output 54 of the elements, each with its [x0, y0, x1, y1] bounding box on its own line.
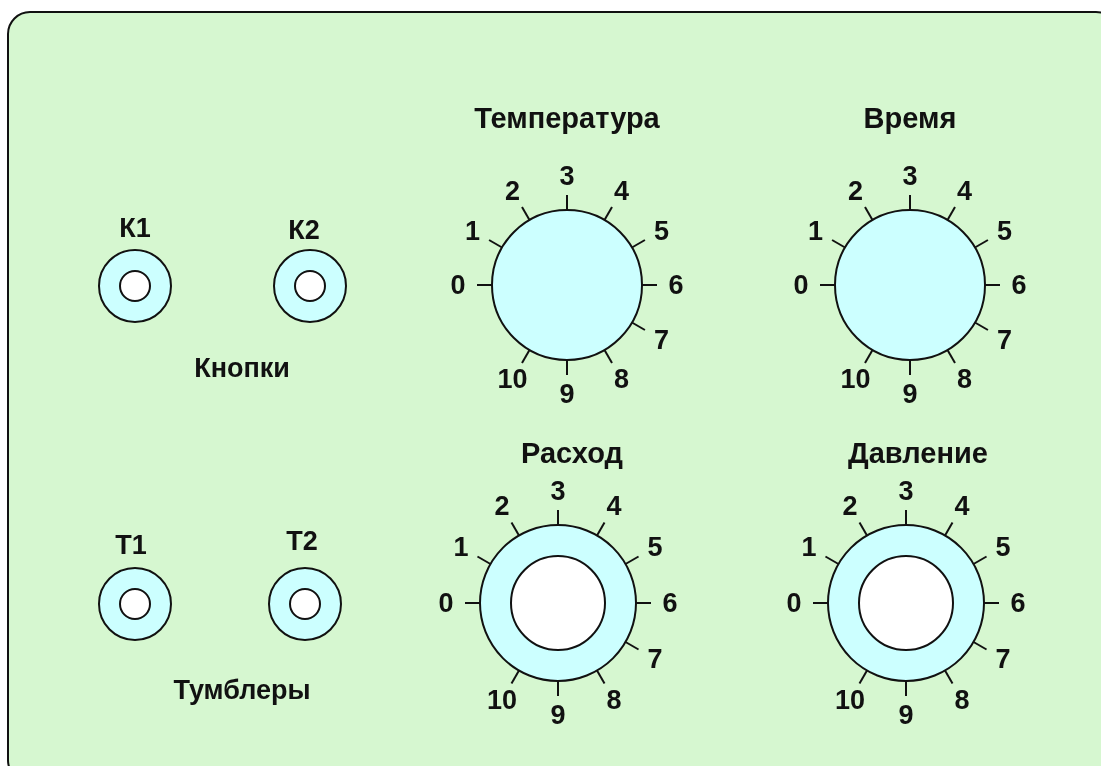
scale-number: 6: [668, 271, 684, 299]
scale-number: 9: [898, 701, 914, 729]
scale-number: 0: [450, 271, 466, 299]
scale-number: 9: [559, 380, 575, 408]
scale-number: 1: [453, 533, 469, 561]
scale-number: 3: [559, 162, 575, 190]
dial-label: Время: [863, 103, 957, 133]
scale-number: 5: [996, 217, 1012, 244]
scale-number: 6: [662, 589, 678, 617]
scale-number: 8: [614, 365, 629, 393]
scale-number: 5: [995, 533, 1011, 561]
scale-number: 9: [550, 701, 566, 729]
scale-number: 8: [606, 686, 622, 714]
dial-label: Давление: [848, 438, 988, 468]
scale-number: 3: [898, 477, 914, 505]
switch-label: К1: [119, 214, 151, 242]
scale-number: 2: [842, 492, 858, 520]
scale-number: 10: [835, 686, 865, 714]
scale-number: 10: [487, 686, 517, 714]
scale-number: 4: [606, 492, 622, 520]
scale-number: 4: [957, 177, 972, 205]
scale-number: 2: [494, 492, 510, 520]
scale-number: 1: [808, 217, 824, 244]
dial-label: Температура: [474, 103, 660, 133]
scale-number: 3: [550, 477, 566, 505]
switch-label: Т2: [286, 527, 318, 555]
scale-number: 10: [840, 365, 871, 393]
switch-label: К2: [288, 216, 320, 244]
scale-number: 5: [647, 533, 663, 561]
scale-number: 0: [786, 589, 802, 617]
scale-number: 5: [653, 217, 669, 244]
switch-label: Т1: [115, 531, 147, 559]
scale-number: 1: [465, 217, 481, 244]
scale-number: 7: [647, 645, 663, 673]
group-label: Тумблеры: [173, 676, 311, 704]
scale-number: 0: [438, 589, 454, 617]
group-label: Кнопки: [194, 354, 290, 382]
scale-number: 0: [793, 271, 809, 299]
scale-number: 6: [1011, 271, 1027, 299]
scale-number: 6: [1010, 589, 1026, 617]
scale-number: 2: [505, 177, 520, 205]
scale-number: 2: [848, 177, 863, 205]
scale-number: 7: [653, 326, 669, 353]
scale-number: 1: [801, 533, 817, 561]
dial-label: Расход: [521, 438, 623, 468]
scale-number: 8: [954, 686, 970, 714]
scale-number: 7: [996, 326, 1012, 353]
scale-number: 9: [902, 380, 918, 408]
scale-number: 10: [497, 365, 528, 393]
scale-number: 7: [995, 645, 1011, 673]
scale-number: 4: [614, 177, 629, 205]
scale-number: 3: [902, 162, 918, 190]
scale-number: 4: [954, 492, 970, 520]
scale-number: 8: [957, 365, 972, 393]
